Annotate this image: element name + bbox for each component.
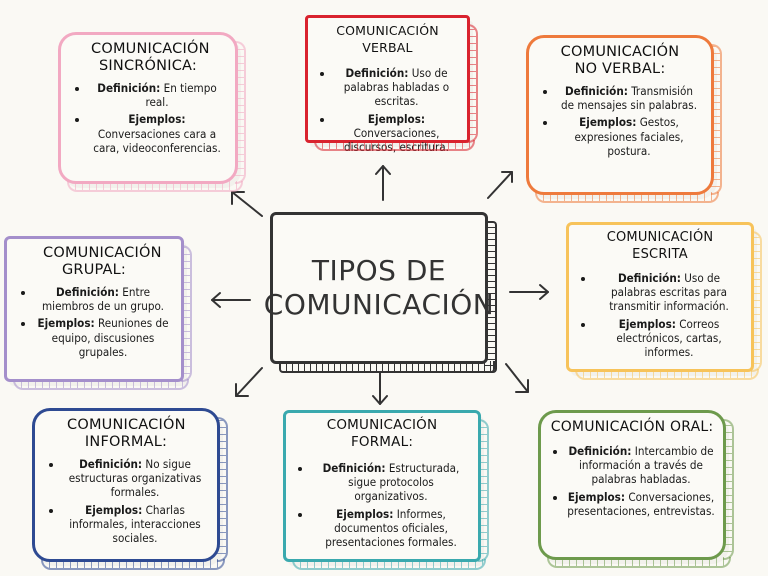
examples-text: Conversaciones cara a cara, videoconfere…	[93, 126, 221, 155]
main-title: TIPOS DE COMUNICACIÓN	[264, 254, 494, 322]
definition-text: Uso de palabras habladas o escritas.	[343, 66, 450, 109]
definition-text: En tiempo real.	[145, 81, 217, 110]
definition-label: Definición:	[97, 81, 161, 95]
card-title: COMUNICACIÓN ORAL:	[550, 419, 714, 435]
card-grupal: COMUNICACIÓN GRUPAL: Definición: Entre m…	[4, 236, 192, 390]
examples-item: Ejemplos: Gestos, expresiones faciales, …	[557, 115, 701, 158]
arrow-to-verbal	[375, 165, 391, 201]
card-escrita: COMUNICACIÓN ESCRITA Definición: Uso de …	[566, 222, 762, 380]
definition-text: Transmisión de mensajes sin palabras.	[560, 84, 698, 113]
definition-text: Estructurada, sigue protocolos organizat…	[348, 461, 460, 504]
examples-label: Ejemplos:	[37, 316, 95, 331]
arrow-to-formal	[372, 371, 388, 405]
definition-text: Intercambio de información a través de p…	[579, 444, 714, 487]
examples-label: Ejemplos:	[579, 115, 637, 130]
card-no-verbal: COMUNICACIÓN NO VERBAL: Definición: Tran…	[526, 35, 722, 203]
definition-item: Definición: Uso de palabras escritas par…	[595, 271, 743, 314]
examples-item: Ejemplos: Charlas informales, interaccio…	[63, 503, 207, 546]
card-list: Definición: No sigue estructuras organiz…	[45, 457, 207, 545]
definition-item: Definición: Estructurada, sigue protocol…	[312, 461, 470, 504]
arrow-to-oral	[505, 363, 529, 393]
definition-item: Definición: En tiempo real.	[89, 81, 225, 109]
examples-label: Ejemplos:	[618, 316, 676, 331]
examples-text: Conversaciones, presentaciones, entrevis…	[567, 489, 715, 518]
card-title: COMUNICACIÓN NO VERBAL:	[560, 44, 680, 77]
card-verbal: COMUNICACIÓN VERBAL Definición: Uso de p…	[305, 15, 478, 154]
definition-text: Entre miembros de un grupo.	[42, 285, 164, 314]
definition-label: Definición:	[617, 271, 681, 285]
card-title: COMUNICACIÓN GRUPAL:	[43, 245, 162, 278]
examples-text: Reuniones de equipo, discusiones grupale…	[51, 316, 169, 359]
card-list: Definición: Entre miembros de un grupo. …	[17, 285, 171, 359]
card-oral: COMUNICACIÓN ORAL: Definición: Intercamb…	[538, 410, 734, 568]
card-list: Definición: Estructurada, sigue protocol…	[294, 461, 470, 549]
main-title-line-1: TIPOS DE	[311, 254, 447, 287]
card-title: COMUNICACIÓN INFORMAL:	[67, 417, 186, 450]
arrow-to-informal	[235, 367, 263, 397]
definition-label: Definición:	[79, 457, 143, 471]
examples-label: Ejemplos:	[85, 502, 143, 517]
examples-item: Ejemplos: Correos electrónicos, cartas, …	[595, 317, 743, 360]
examples-label: Ejemplos:	[367, 111, 426, 126]
definition-label: Definición:	[564, 84, 628, 98]
examples-item: Ejemplos: Reuniones de equipo, discusion…	[35, 316, 171, 359]
card-title: COMUNICACIÓN VERBAL	[336, 23, 439, 55]
arrow-to-escrita	[509, 284, 549, 300]
examples-text: Charlas informales, interacciones social…	[69, 502, 201, 546]
definition-item: Definición: Entre miembros de un grupo.	[35, 285, 171, 313]
examples-text: Gestos, expresiones faciales, postura.	[574, 115, 684, 158]
card-title: COMUNICACIÓN SINCRÓNICA:	[91, 41, 210, 74]
definition-item: Definición: Transmisión de mensajes sin …	[557, 84, 701, 112]
main-title-line-2: COMUNICACIÓN	[263, 288, 495, 321]
examples-item: Ejemplos: Conversaciones, discursos, esc…	[334, 112, 459, 155]
card-list: Definición: Uso de palabras escritas par…	[577, 271, 743, 359]
arrow-to-no-verbal	[487, 171, 513, 199]
arrow-to-grupal	[211, 292, 251, 308]
definition-item: Definición: Intercambio de información a…	[567, 444, 715, 487]
examples-item: Ejemplos: Informes, documentos oficiales…	[312, 507, 470, 550]
examples-label: Ejemplos:	[128, 112, 186, 127]
examples-label: Ejemplos:	[567, 489, 626, 504]
card-title: COMUNICACIÓN FORMAL:	[326, 417, 438, 450]
card-list: Definición: En tiempo real. Ejemplos: Co…	[71, 81, 225, 155]
definition-text: Uso de palabras escritas para transmitir…	[609, 271, 729, 314]
card-list: Definición: Transmisión de mensajes sin …	[539, 84, 701, 158]
definition-text: No sigue estructuras organizativas forma…	[68, 457, 202, 500]
card-list: Definición: Uso de palabras habladas o e…	[316, 66, 459, 154]
definition-item: Definición: No sigue estructuras organiz…	[63, 457, 207, 500]
card-informal: COMUNICACIÓN INFORMAL: Definición: No si…	[32, 408, 228, 570]
examples-item: Ejemplos: Conversaciones cara a cara, vi…	[89, 112, 225, 155]
definition-item: Definición: Uso de palabras habladas o e…	[334, 66, 459, 109]
examples-text: Correos electrónicos, cartas, informes.	[616, 316, 722, 360]
card-formal: COMUNICACIÓN FORMAL: Definición: Estruct…	[283, 410, 489, 570]
definition-label: Definición:	[345, 66, 409, 80]
card-list: Definición: Intercambio de información a…	[549, 444, 715, 518]
card-title: COMUNICACIÓN ESCRITA	[606, 230, 714, 262]
examples-item: Ejemplos: Conversaciones, presentaciones…	[567, 490, 715, 518]
definition-label: Definición:	[322, 461, 386, 475]
examples-label: Ejemplos:	[336, 506, 394, 521]
arrow-to-sincronica	[231, 191, 263, 217]
definition-label: Definición:	[55, 285, 119, 299]
examples-text: Informes, documentos oficiales, presenta…	[325, 506, 457, 550]
definition-label: Definición:	[568, 444, 632, 458]
card-sincronica: COMUNICACIÓN SINCRÓNICA: Definición: En …	[58, 32, 246, 192]
examples-text: Conversaciones, discursos, escritura.	[344, 125, 449, 155]
main-title-box: TIPOS DE COMUNICACIÓN	[264, 212, 497, 373]
